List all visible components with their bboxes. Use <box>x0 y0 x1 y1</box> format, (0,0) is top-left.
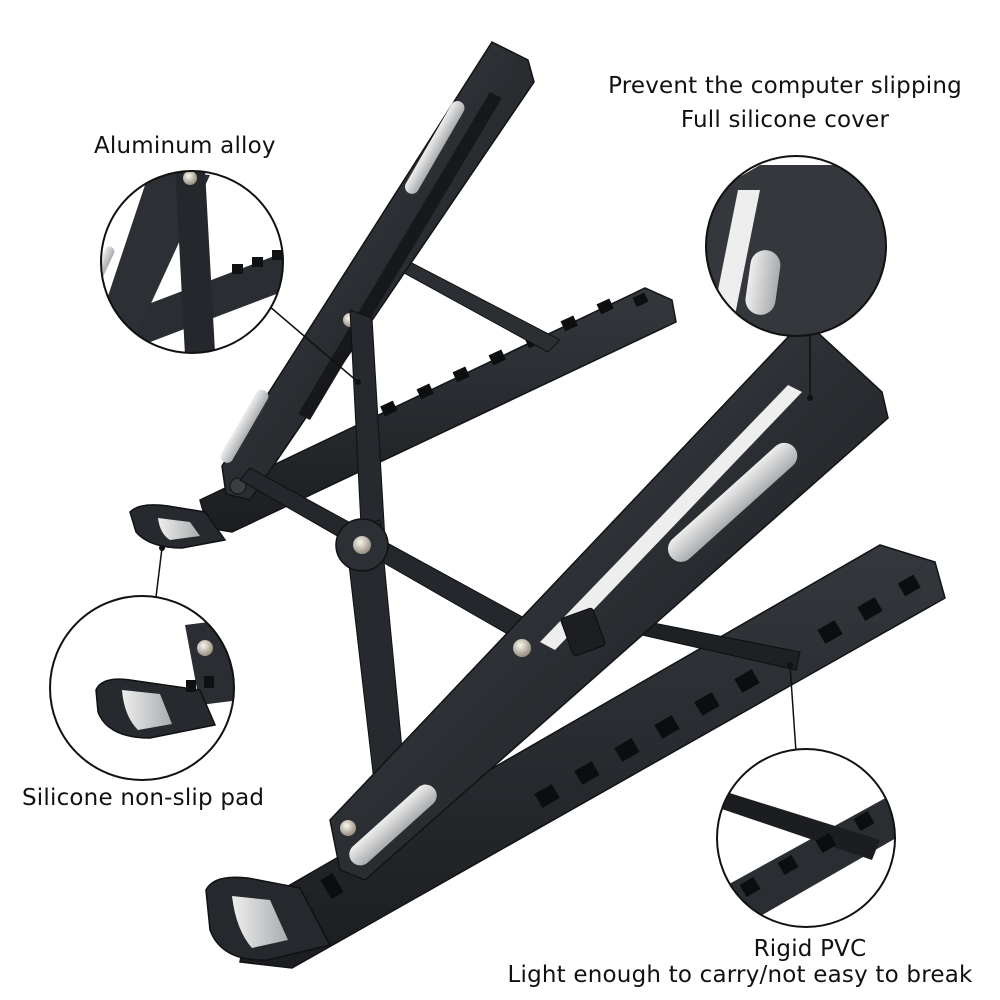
back-arm-pad-top <box>405 101 465 194</box>
back-brace <box>393 261 561 353</box>
front-arm-pad-top <box>667 442 798 562</box>
front-arm-latch <box>560 607 606 657</box>
zoom-ring-aluminum <box>100 170 284 354</box>
label-prevent-slipping: Prevent the computer slipping <box>608 73 962 99</box>
zoom-circle-silicone-pad <box>49 595 235 781</box>
back-stand <box>129 41 677 641</box>
front-arm-pad-bottom <box>349 784 437 866</box>
front-vent-slots <box>320 574 921 900</box>
zoom-circle-aluminum <box>100 170 284 354</box>
label-rigid-pvc: Rigid PVC <box>753 936 867 962</box>
back-arm-slot <box>298 92 502 420</box>
zoom-ring-silicone-pad <box>49 595 235 781</box>
back-arm-pad-bottom <box>220 389 269 463</box>
label-light-enough: Light enough to carry/not easy to break <box>507 962 973 988</box>
front-arm <box>329 329 889 881</box>
label-full-silicone-cover: Full silicone cover <box>680 107 890 133</box>
callout-dots <box>159 379 813 668</box>
center-hinge-rivet <box>353 536 371 554</box>
front-stand <box>205 329 946 969</box>
label-aluminum-alloy: Aluminum alloy <box>94 133 276 159</box>
zoom-ring-pvc <box>716 748 896 928</box>
front-arm-slot <box>540 385 802 650</box>
label-silicone-non-slip-pad: Silicone non-slip pad <box>22 785 265 811</box>
zoom-ring-cover <box>705 155 887 337</box>
zoom-circle-pvc <box>716 748 896 928</box>
back-arm-hinge <box>229 477 247 495</box>
zoom-circle-cover <box>705 155 887 337</box>
front-foot-pad <box>232 896 288 948</box>
back-foot-pad <box>158 518 200 540</box>
front-foot-rivet <box>340 820 356 836</box>
front-arm-rivet <box>513 639 531 657</box>
